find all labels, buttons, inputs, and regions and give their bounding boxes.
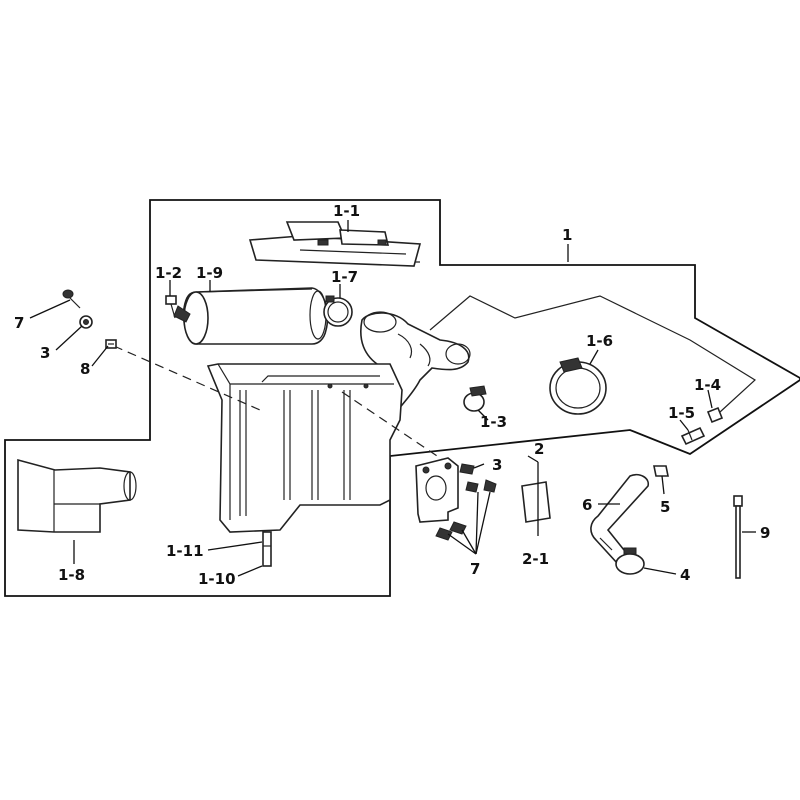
label-1-7: 1-7 [331, 268, 358, 286]
bolts-7-right [435, 463, 497, 541]
label-4: 4 [680, 566, 690, 584]
bolt-1-2 [165, 295, 191, 323]
label-6: 6 [582, 496, 592, 514]
label-1-11: 1-11 [166, 542, 204, 560]
label-2: 2 [534, 440, 544, 458]
label-1-4: 1-4 [694, 376, 721, 394]
clamp-1-3 [463, 385, 487, 412]
grommet-8 [105, 339, 117, 349]
label-2-1: 2-1 [522, 550, 549, 568]
assembly-1-frame [4, 199, 800, 597]
label-1: 1 [562, 226, 572, 244]
breather-tube [590, 473, 650, 566]
washer-3-left [79, 315, 93, 329]
label-3-left: 3 [40, 344, 50, 362]
inset-detail [17, 458, 137, 533]
alignment-dash-2 [341, 391, 447, 463]
clamp-4 [615, 547, 645, 575]
drain-tube [262, 531, 272, 567]
label-3-right: 3 [492, 456, 502, 474]
label-1-9: 1-9 [196, 264, 223, 282]
clip-1-4 [706, 406, 724, 424]
bracket-2 [415, 457, 459, 523]
clip-1-5 [680, 426, 706, 446]
air-cleaner-case [206, 363, 403, 533]
cable-tie-9 [733, 495, 743, 579]
alignment-dash-1 [113, 345, 261, 411]
leader-lines [29, 220, 756, 577]
clamp-1-7 [323, 295, 353, 327]
label-1-5: 1-5 [668, 404, 695, 422]
label-1-2: 1-2 [155, 264, 182, 282]
label-7-right: 7 [470, 560, 480, 578]
screw-7-left [62, 289, 81, 309]
label-1-1: 1-1 [333, 202, 360, 220]
label-1-10: 1-10 [198, 570, 236, 588]
label-8: 8 [80, 360, 90, 378]
label-9: 9 [760, 524, 770, 542]
sub-frame-1-4 [429, 295, 756, 413]
label-1-3: 1-3 [480, 413, 507, 431]
filter-element [182, 287, 329, 345]
label-5: 5 [660, 498, 670, 516]
band-clamp-1-6 [549, 357, 607, 415]
cover-2-1 [521, 481, 551, 523]
filter-lid [248, 221, 422, 267]
label-1-8: 1-8 [58, 566, 85, 584]
label-7-left: 7 [14, 314, 24, 332]
label-1-6: 1-6 [586, 332, 613, 350]
clip-5 [653, 465, 669, 477]
